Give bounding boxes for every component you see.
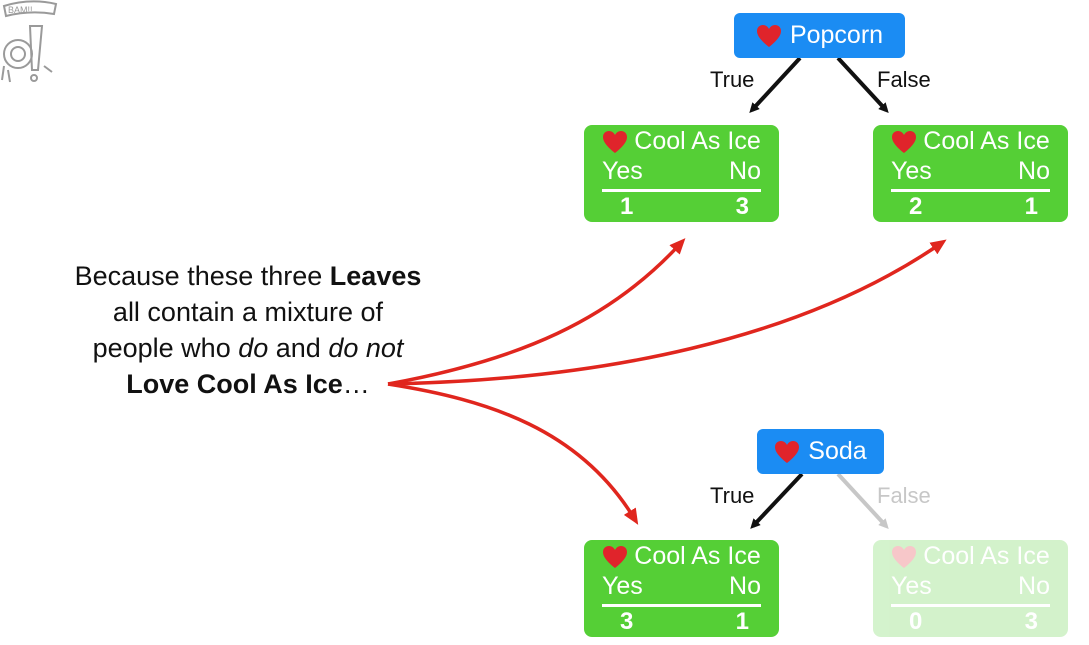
caption-bold-leaves: Leaves xyxy=(329,261,422,291)
caption-text: and xyxy=(268,333,329,363)
caption: Because these three Leaves all contain a… xyxy=(20,258,476,402)
edge-soda-false xyxy=(836,472,889,529)
leaf-title-text: Cool As Ice xyxy=(923,542,1050,570)
heart-icon xyxy=(603,545,628,568)
leaf-no-count: 3 xyxy=(735,193,749,220)
heart-icon xyxy=(892,130,917,153)
leaf-divider xyxy=(891,189,1050,192)
leaf-title-text: Cool As Ice xyxy=(634,127,761,155)
popcorn-true-label: True xyxy=(710,67,755,92)
leaf-title-text: Cool As Ice xyxy=(634,542,761,570)
heart-icon xyxy=(603,130,628,153)
soda-true-label: True xyxy=(710,483,755,508)
node-popcorn-label: Popcorn xyxy=(789,21,884,49)
caption-text: Because these three xyxy=(74,261,330,291)
caption-ellipsis: … xyxy=(342,369,370,399)
leaf-title-text: Cool As Ice xyxy=(923,127,1050,155)
leaf-yes-label: Yes xyxy=(891,572,932,600)
caption-line-1: Because these three Leaves xyxy=(20,258,476,294)
caption-bold-love-cool-as-ice: Love Cool As Ice xyxy=(126,369,343,399)
bam-logo: BAM!! xyxy=(1,0,58,83)
leaf-no-label: No xyxy=(729,572,761,600)
leaf-popcorn-true: Cool As Ice Yes No 1 3 xyxy=(584,125,779,222)
heart-icon xyxy=(756,24,781,47)
leaf-no-count: 3 xyxy=(1024,608,1038,635)
leaf-title: Cool As Ice xyxy=(873,127,1068,156)
caption-italic-do: do xyxy=(238,333,269,363)
leaf-popcorn-false: Cool As Ice Yes No 2 1 xyxy=(873,125,1068,222)
leaf-soda-true: Cool As Ice Yes No 3 1 xyxy=(584,540,779,637)
leaf-no-label: No xyxy=(729,157,761,185)
node-soda-label: Soda xyxy=(808,437,867,465)
leaf-yes-label: Yes xyxy=(602,572,643,600)
red-arrow-to-soda-true-leaf xyxy=(387,382,639,525)
caption-line-3: people who do and do not xyxy=(20,330,476,366)
leaf-no-count: 1 xyxy=(1024,193,1038,220)
caption-italic-do-not: do not xyxy=(328,333,404,363)
leaf-yes-label: Yes xyxy=(891,157,932,185)
leaf-yes-count: 1 xyxy=(620,193,634,220)
caption-line-4: Love Cool As Ice… xyxy=(20,366,476,402)
heart-icon xyxy=(775,440,800,463)
node-soda: Soda xyxy=(757,429,884,474)
edge-popcorn-true xyxy=(749,56,802,113)
leaf-no-count: 1 xyxy=(735,608,749,635)
caption-text: people who xyxy=(92,333,239,363)
soda-false-label: False xyxy=(877,483,931,508)
edge-soda-true xyxy=(750,472,804,529)
leaf-yes-count: 2 xyxy=(909,193,923,220)
edge-popcorn-false xyxy=(836,56,889,113)
leaf-yes-count: 3 xyxy=(620,608,634,635)
leaf-soda-false: Cool As Ice Yes No 0 3 xyxy=(873,540,1068,637)
leaf-title: Cool As Ice xyxy=(873,542,1068,571)
bam-logo-text: BAM!! xyxy=(8,5,33,15)
red-arrow-to-popcorn-false-leaf xyxy=(387,239,947,386)
leaf-yes-count: 0 xyxy=(909,608,923,635)
leaf-divider xyxy=(602,604,761,607)
leaf-yes-label: Yes xyxy=(602,157,643,185)
leaf-no-label: No xyxy=(1018,157,1050,185)
node-popcorn: Popcorn xyxy=(734,13,905,58)
leaf-title: Cool As Ice xyxy=(584,127,779,156)
popcorn-false-label: False xyxy=(877,67,931,92)
caption-line-2: all contain a mixture of xyxy=(112,297,384,327)
red-arrow-to-popcorn-true-leaf xyxy=(387,238,686,386)
leaf-no-label: No xyxy=(1018,572,1050,600)
leaf-title: Cool As Ice xyxy=(584,542,779,571)
leaf-divider xyxy=(891,604,1050,607)
heart-icon xyxy=(892,545,917,568)
leaf-divider xyxy=(602,189,761,192)
